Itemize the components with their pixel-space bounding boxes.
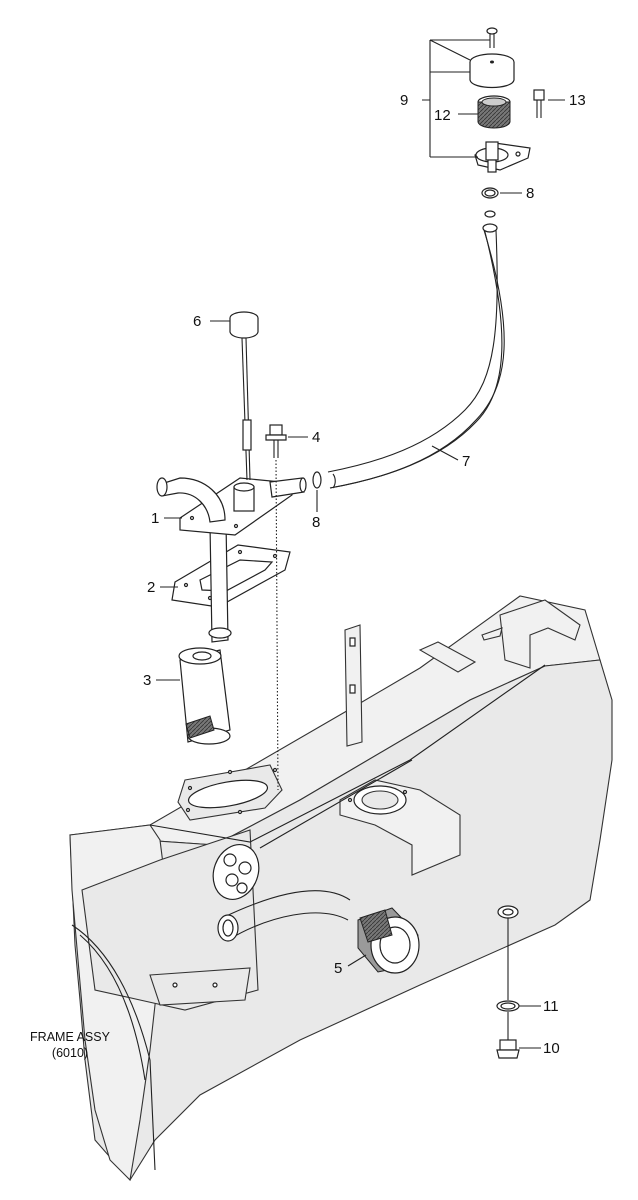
part-5-air-breather [357, 907, 420, 974]
callout-8-lower: 8 [312, 514, 320, 531]
callout-7: 7 [462, 453, 470, 470]
callout-5: 5 [334, 960, 342, 977]
part-8-clamp-lower [312, 471, 322, 489]
callout-8-upper: 8 [526, 185, 534, 202]
part-11-o-ring [496, 1000, 520, 1012]
part-2-gasket [171, 544, 291, 608]
frame-assy-drawing [69, 595, 613, 1182]
part-6-dipstick [229, 311, 259, 481]
callout-9: 9 [400, 92, 408, 109]
part-1-strainer-cover [156, 477, 307, 643]
callout-3: 3 [143, 672, 151, 689]
part-9-breather-assembly [469, 27, 545, 218]
callout-10: 10 [543, 1040, 560, 1057]
callout-13: 13 [569, 92, 586, 109]
frame-assy-title: FRAME ASSY [30, 1030, 111, 1044]
part-4-bolt [265, 424, 287, 791]
frame-assy-code: (6010) [52, 1046, 88, 1060]
callout-2: 2 [147, 579, 155, 596]
part-10-drain-plug [496, 1039, 520, 1059]
part-7-hose [327, 223, 505, 489]
callout-6: 6 [193, 313, 201, 330]
callout-12: 12 [434, 107, 451, 124]
callout-11: 11 [543, 998, 559, 1015]
callout-1: 1 [151, 510, 159, 527]
part-3-filter-element [178, 647, 231, 745]
leader-lines [156, 39, 565, 1049]
callout-4: 4 [312, 429, 320, 446]
